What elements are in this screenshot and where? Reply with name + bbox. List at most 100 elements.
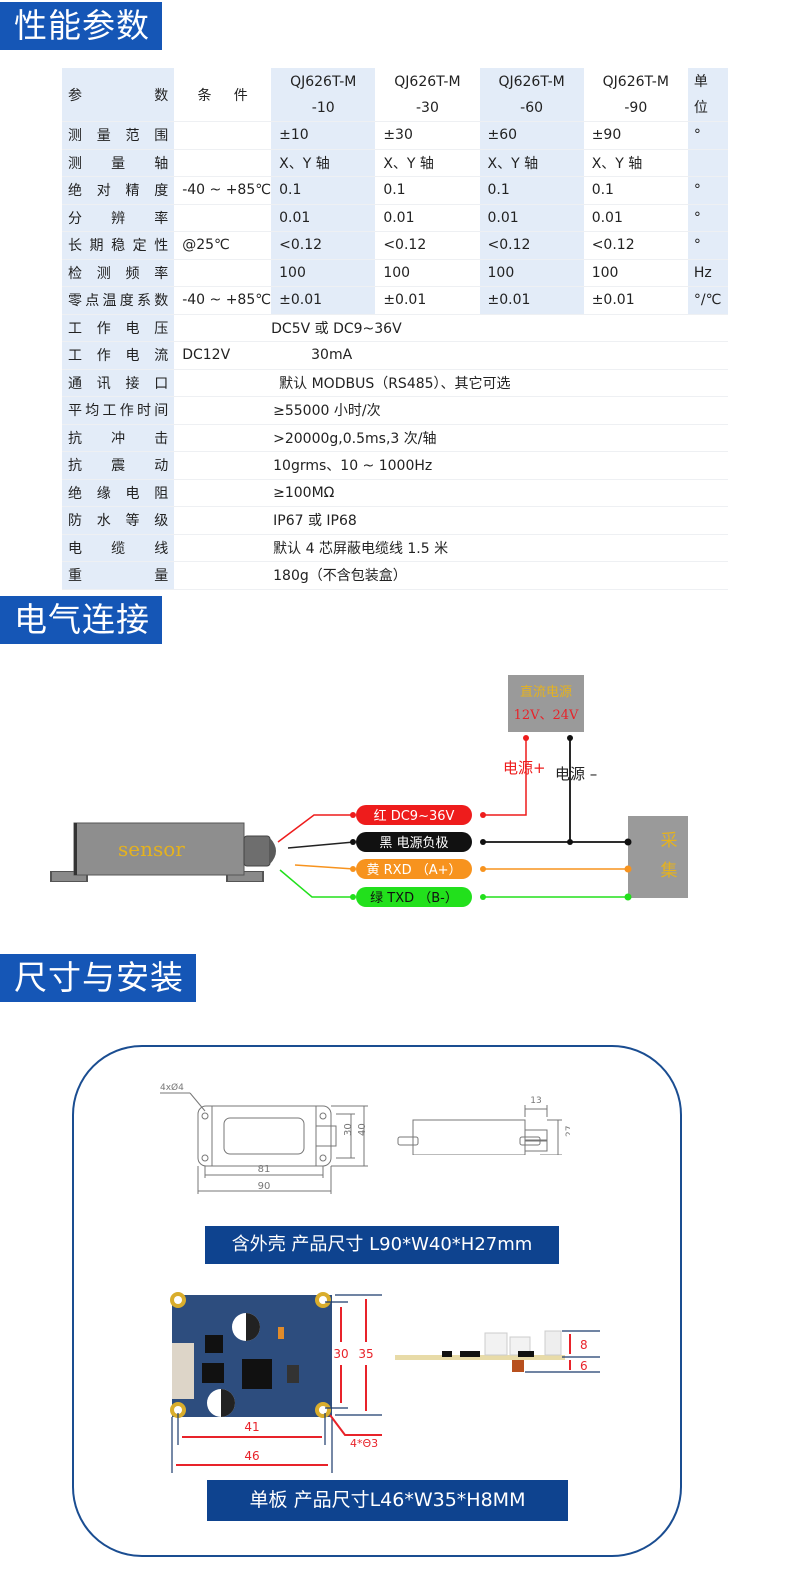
- dimensions-frame: [72, 1045, 682, 1557]
- housing-length-label: 90: [258, 1181, 271, 1192]
- row-value: 默认 4 芯屏蔽电缆线 1.5 米: [271, 534, 728, 562]
- row-param: 长期稳定性: [62, 231, 175, 260]
- row-param: 电缆线: [62, 534, 175, 562]
- header-unit-2: 位: [693, 99, 708, 116]
- row-value: 0.1: [271, 176, 376, 205]
- header-model-3: QJ626T-M -90: [583, 68, 688, 122]
- board-top-height-label: 8: [580, 1338, 588, 1352]
- row-unit: °: [687, 231, 728, 260]
- row-param: 工作电流: [62, 341, 175, 370]
- housing-connector-label: 13: [530, 1096, 541, 1106]
- header-model-range: -30: [415, 99, 439, 116]
- row-condition: [174, 534, 272, 562]
- row-value: X、Y 轴: [479, 149, 584, 177]
- acquisition-label-1: 采: [661, 831, 678, 851]
- row-value: 0.01: [375, 204, 480, 232]
- acquisition-box: [628, 816, 688, 898]
- power-minus-label: 电源 –: [555, 765, 597, 783]
- board-bottom-height-label: 6: [580, 1359, 588, 1373]
- row-condition: [174, 396, 272, 425]
- board-top-view-drawing: 30 35 41 46 4*Θ3: [170, 1292, 382, 1473]
- header-model-name: QJ626T-M: [498, 73, 565, 90]
- row-condition: [174, 451, 272, 480]
- power-supply-title: 直流电源: [520, 685, 572, 700]
- spec-row: 平均工作时间 ≥55000 小时/次: [62, 396, 728, 425]
- power-supply-box: [508, 675, 584, 732]
- spec-row: 抗冲击>20000g,0.5ms,3 次/轴: [62, 424, 728, 452]
- row-value: <0.12: [583, 231, 688, 260]
- header-model-range: -60: [520, 99, 544, 116]
- row-value: 0.1: [479, 176, 584, 205]
- row-param: 分辨率: [62, 204, 175, 232]
- row-param: 平均工作时间: [62, 396, 175, 425]
- spec-row: 测量范围±10±30±60±90°: [62, 121, 728, 150]
- section-title-performance: 性能参数: [0, 2, 162, 50]
- row-value: ±60: [479, 121, 584, 150]
- row-value: 0.1: [583, 176, 688, 205]
- housing-size-caption: 含外壳 产品尺寸 L90*W40*H27mm: [205, 1226, 559, 1264]
- row-value: <0.12: [271, 231, 376, 260]
- row-unit: °/℃: [687, 286, 728, 315]
- header-model-range: -90: [624, 99, 648, 116]
- row-value: 0.1: [375, 176, 480, 205]
- row-condition: [174, 479, 272, 507]
- row-param: 抗冲击: [62, 424, 175, 452]
- row-param: 工作电压: [62, 314, 175, 342]
- row-value: ±0.01: [583, 286, 688, 315]
- wire-label: 黄 RXD （A+）: [367, 863, 462, 878]
- acquisition-label-2: 集: [661, 861, 678, 881]
- row-param: 零点温度系数: [62, 286, 175, 315]
- row-unit: °: [687, 121, 728, 150]
- row-value: ±10: [271, 121, 376, 150]
- row-value: ±0.01: [479, 286, 584, 315]
- row-condition: [174, 314, 272, 342]
- header-model-name: QJ626T-M: [290, 73, 357, 90]
- board-holes-label: 4*Θ3: [350, 1437, 378, 1450]
- power-supply-voltage: 12V、24V: [514, 708, 579, 723]
- sensor-device: sensor: [50, 822, 276, 882]
- row-value: 100: [375, 259, 480, 287]
- row-condition: @25℃: [174, 231, 272, 260]
- row-value: ≥55000 小时/次: [271, 396, 728, 425]
- row-param: 抗震动: [62, 451, 175, 480]
- row-value: 100: [271, 259, 376, 287]
- row-value: 30mA: [271, 341, 728, 370]
- header-param: 参 数: [62, 68, 175, 122]
- header-condition-2: 件: [233, 87, 248, 104]
- wire-label: 绿 TXD （B-）: [370, 891, 458, 906]
- housing-width-inner-label: 30: [343, 1123, 354, 1136]
- power-plus-label: 电源+: [503, 759, 546, 777]
- row-value: DC5V 或 DC9~36V: [271, 314, 728, 342]
- board-side-view-drawing: 8 6: [395, 1330, 600, 1373]
- header-condition-1: 条: [197, 87, 212, 104]
- row-value: ±30: [375, 121, 480, 150]
- row-value: 0.01: [583, 204, 688, 232]
- row-value: <0.12: [479, 231, 584, 260]
- row-condition: -40 ~ +85℃: [174, 176, 272, 205]
- row-unit: °: [687, 204, 728, 232]
- wire-label-pill: 绿 TXD （B-）: [356, 887, 472, 907]
- header-model-2: QJ626T-M -60: [479, 68, 584, 122]
- housing-top-view-drawing: 4xØ4 81 90 30 40: [160, 1082, 368, 1194]
- row-condition: [174, 121, 272, 150]
- row-condition: [174, 259, 272, 287]
- board-length-label: 46: [244, 1449, 259, 1463]
- header-unit: 单位: [687, 68, 728, 122]
- spec-row: 零点温度系数-40 ~ +85℃±0.01±0.01±0.01±0.01°/℃: [62, 286, 728, 315]
- header-model-name: QJ626T-M: [394, 73, 461, 90]
- row-param: 绝对精度: [62, 176, 175, 205]
- row-param: 通讯接口: [62, 369, 175, 397]
- row-param: 测量轴: [62, 149, 175, 177]
- row-value: ±0.01: [375, 286, 480, 315]
- row-value: ±0.01: [271, 286, 376, 315]
- header-unit-1: 单: [693, 73, 708, 90]
- header-condition: 条 件: [174, 68, 272, 122]
- row-condition: [174, 561, 272, 590]
- header-model-name: QJ626T-M: [602, 73, 669, 90]
- row-value: 默认 MODBUS（RS485）、其它可选: [271, 369, 728, 397]
